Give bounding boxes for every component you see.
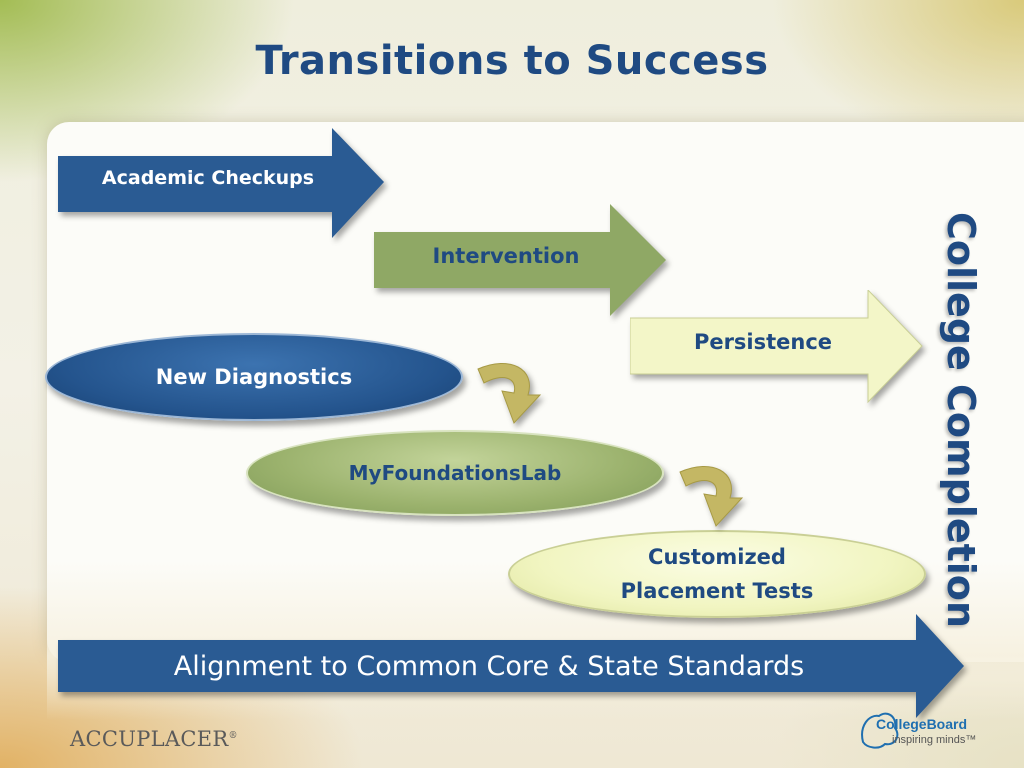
accuplacer-logo-text: ACCUPLACER [70, 727, 229, 751]
tool-myfoundationslab: MyFoundationsLab [246, 430, 664, 516]
tool-label-new-diagnostics: New Diagnostics [155, 365, 353, 389]
foundation-arrow [58, 614, 964, 718]
tool-customized-placement-tests: Customized Placement Tests [508, 530, 926, 618]
accuplacer-logo: ACCUPLACER® [70, 727, 238, 751]
step-label-academic-checkups: Academic Checkups [101, 167, 315, 189]
registered-mark: ® [228, 731, 238, 741]
foundation-label: Alignment to Common Core & State Standar… [173, 650, 805, 682]
step-arrow-intervention [374, 204, 666, 316]
step-arrow-shape [630, 290, 923, 404]
foundation-arrow-shape [58, 614, 964, 718]
goal-label: College Completion [939, 212, 983, 628]
step-label-intervention: Intervention [432, 244, 580, 268]
step-label-persistence: Persistence [693, 330, 833, 354]
slide-title: Transitions to Success [255, 38, 769, 84]
tool-label-customized-placement-tests: Customized Placement Tests [620, 545, 814, 603]
collegeboard-logo-name: CollegeBoard [876, 716, 968, 732]
step-arrow-academic-checkups [58, 128, 384, 238]
tool-new-diagnostics: New Diagnostics [45, 333, 463, 421]
tool-label-myfoundationslab: MyFoundationsLab [348, 461, 562, 485]
step-arrow-shape [58, 128, 384, 238]
step-arrow-shape [374, 204, 666, 316]
curved-arrow-icon [477, 363, 542, 424]
step-arrow-persistence [630, 290, 923, 404]
collegeboard-logo-icon [861, 712, 899, 749]
curved-arrow-icon [679, 466, 744, 527]
collegeboard-logo-tagline: inspiring minds™ [892, 734, 977, 746]
